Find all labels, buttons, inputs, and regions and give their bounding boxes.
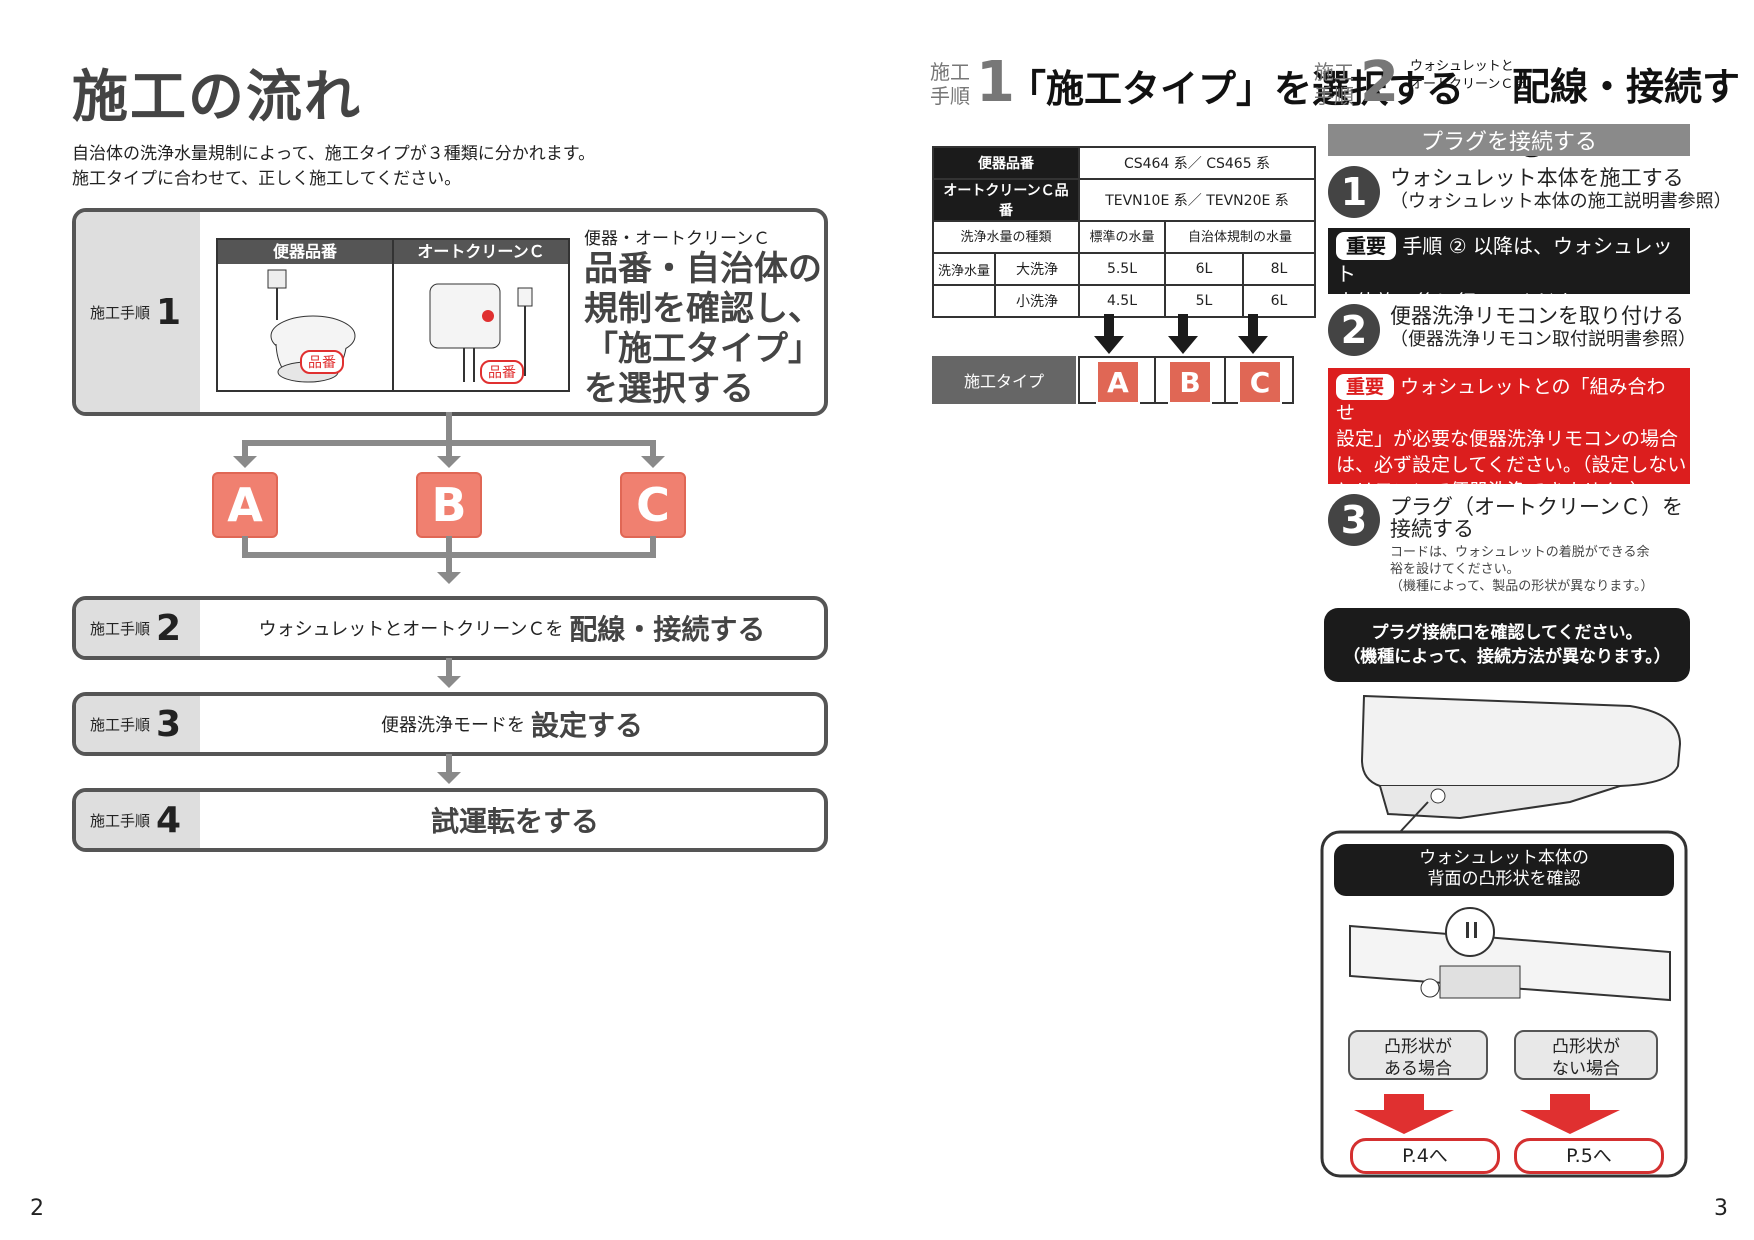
intro-text: 自治体の洗浄水量規制によって、施工タイプが３種類に分かれます。 施工タイプに合わ… bbox=[72, 144, 596, 189]
go-to-page-5[interactable]: P.5へ bbox=[1514, 1138, 1664, 1174]
step-circle-1: 1 bbox=[1328, 166, 1380, 218]
product-figure: 便器品番 オートクリーンＣ 品番 品番 bbox=[216, 238, 570, 392]
connection-notice: プラグ接続口を確認してください。 （機種によって、接続方法が異なります。） bbox=[1324, 608, 1690, 682]
part-number-tag: 品番 bbox=[480, 360, 524, 384]
step-number: 1 bbox=[976, 50, 1015, 115]
type-a-mark: A bbox=[1096, 360, 1140, 404]
step-marker: 施工手順 bbox=[930, 60, 970, 108]
type-label: 施工タイプ bbox=[932, 356, 1076, 404]
step-marker: 施工手順 bbox=[1314, 60, 1354, 108]
toilet-illustration bbox=[267, 269, 533, 383]
section-heading: 「施工タイプ」を選択する bbox=[1008, 67, 1465, 111]
important-note: 重要 手順 ② 以降は、ウォシュレット 本体施工後に行ってください。 bbox=[1328, 228, 1690, 314]
down-arrows bbox=[1094, 314, 1268, 354]
heading-sub: ウォシュレットとオートクリーンＣを bbox=[1410, 59, 1527, 92]
type-table: 便器品番 CS464 系／ CS465 系 オートクリーンＣ品番 TEVN10E… bbox=[932, 146, 1316, 318]
column-autoclean: オートクリーンＣ bbox=[394, 240, 568, 264]
type-a-badge: A bbox=[212, 472, 278, 538]
go-to-page-4[interactable]: P.4へ bbox=[1350, 1138, 1500, 1174]
column-toilet-number: 便器品番 bbox=[218, 240, 392, 264]
page-number-right: 3 bbox=[1714, 1196, 1728, 1221]
section-band: プラグを接続する bbox=[1328, 124, 1690, 156]
case-no-protrusion: 凸形状がない場合 bbox=[1514, 1030, 1658, 1080]
step1-text: 便器・オートクリーンＣ 品番・自治体の 規制を確認し、 「施工タイプ」 を選択す… bbox=[584, 229, 822, 409]
type-c-mark: C bbox=[1238, 360, 1282, 404]
case-has-protrusion: 凸形状がある場合 bbox=[1348, 1030, 1488, 1080]
type-b-mark: B bbox=[1168, 360, 1212, 404]
page-number-left: 2 bbox=[30, 1196, 44, 1221]
step-number: 2 bbox=[1360, 50, 1399, 115]
type-c-badge: C bbox=[620, 472, 686, 538]
step-circle-3: 3 bbox=[1328, 494, 1380, 546]
step-circle-2: 2 bbox=[1328, 304, 1380, 356]
important-warning: 重要 ウォシュレットとの「組み合わせ 設定」が必要な便器洗浄リモコンの場合 は、… bbox=[1328, 368, 1690, 502]
type-b-badge: B bbox=[416, 472, 482, 538]
flow-line bbox=[446, 412, 452, 444]
callout-text: ウォシュレット本体の 背面の凸形状を確認 bbox=[1419, 848, 1589, 889]
part-number-tag: 品番 bbox=[300, 350, 344, 374]
page-title: 施工の流れ bbox=[72, 65, 362, 130]
washlet-illustration bbox=[1320, 694, 1688, 1178]
